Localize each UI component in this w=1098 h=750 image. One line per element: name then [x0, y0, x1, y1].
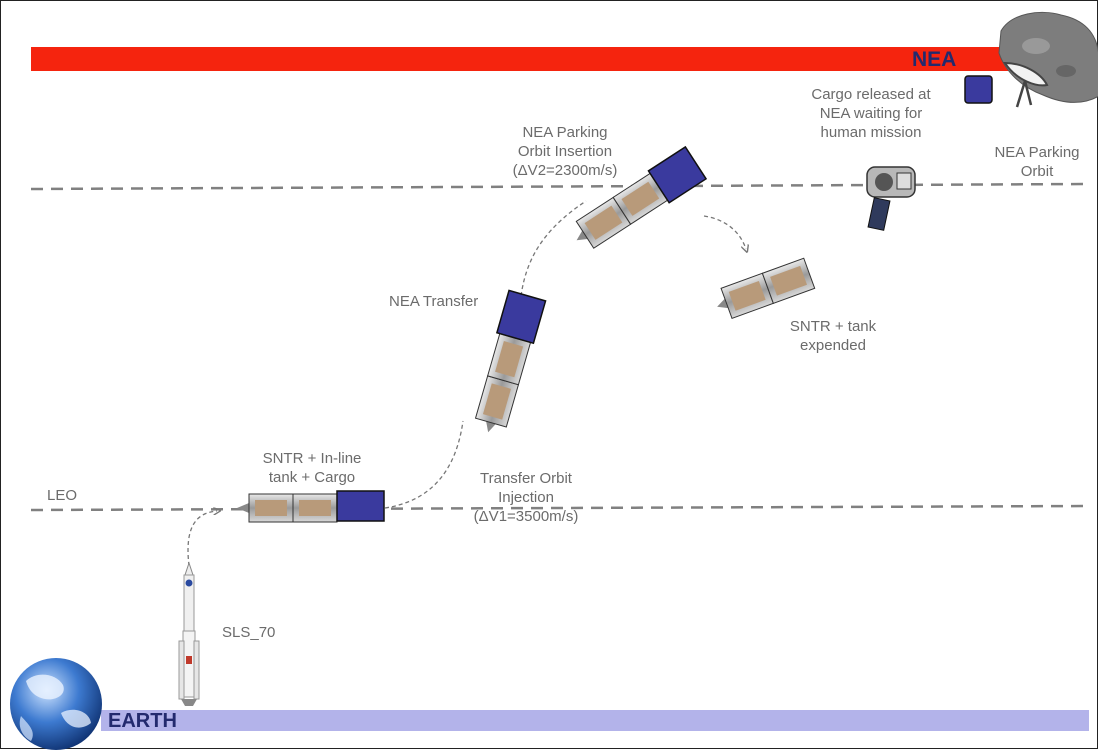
expend-trajectory — [703, 215, 746, 249]
cargo-released-line-3: human mission — [820, 124, 922, 141]
sntr-tank-expended-line-2: expended — [800, 337, 866, 354]
released-cargo — [964, 75, 993, 104]
cargo-released-line-2: NEA waiting for — [819, 105, 923, 122]
nea-parking-orbit-line-2: Orbit — [1020, 163, 1054, 180]
leo-orbit-line — [30, 504, 1090, 512]
parking-insertion-label: NEA Parking Orbit Insertion (ΔV2=2300m/s… — [498, 123, 632, 180]
transfer-orbit-injection-line-1: Transfer Orbit — [480, 470, 572, 487]
sntr-stack-leo — [237, 490, 385, 523]
nea-parking-orbit-line — [30, 182, 1090, 191]
cargo-released-label: Cargo released at NEA waiting for human … — [799, 85, 943, 142]
nea-transfer-label: NEA Transfer — [389, 293, 479, 310]
sntr-tank-expended-label: SNTR + tank expended — [773, 317, 893, 355]
earth-globe-icon — [10, 658, 102, 750]
leo-label: LEO — [47, 487, 78, 504]
antenna-icon — [1003, 61, 1049, 108]
nea-parking-orbit-label: NEA Parking Orbit — [981, 143, 1093, 181]
transfer-orbit-injection-line-3: (ΔV1=3500m/s) — [473, 508, 579, 525]
sntr-stack-transfer — [474, 289, 547, 433]
sls-rocket-icon — [178, 561, 200, 706]
sls-label: SLS_70 — [222, 624, 276, 641]
cargo-released-line-1: Cargo released at — [811, 86, 931, 103]
earth-bar — [101, 710, 1089, 731]
nea-label: NEA — [912, 48, 957, 71]
parking-insertion-line-1: NEA Parking — [522, 124, 608, 141]
nea-parking-orbit-line-1: NEA Parking — [994, 144, 1080, 161]
sntr-stack-expended — [717, 257, 816, 320]
sntr-stack-insertion — [575, 145, 708, 249]
parking-insertion-line-3: (ΔV2=2300m/s) — [512, 162, 618, 179]
transfer-orbit-injection-line-2: Injection — [498, 489, 554, 506]
sntr-inline-cargo-line-2: tank + Cargo — [268, 469, 356, 486]
transfer-orbit-injection-label: Transfer Orbit Injection (ΔV1=3500m/s) — [459, 469, 593, 526]
sntr-inline-cargo-label: SNTR + In-line tank + Cargo — [247, 449, 377, 487]
human-spacecraft-icon — [866, 166, 916, 231]
asteroid-icon — [998, 11, 1098, 103]
transfer-trajectory — [384, 420, 464, 509]
transfer-trajectory-upper — [520, 200, 587, 297]
parking-insertion-line-2: Orbit Insertion — [517, 143, 613, 160]
earth-label: EARTH — [108, 710, 177, 732]
launch-trajectory — [187, 511, 217, 567]
sntr-tank-expended-line-1: SNTR + tank — [789, 318, 877, 335]
sntr-inline-cargo-line-1: SNTR + In-line — [262, 450, 362, 467]
nea-bar — [31, 47, 1089, 71]
